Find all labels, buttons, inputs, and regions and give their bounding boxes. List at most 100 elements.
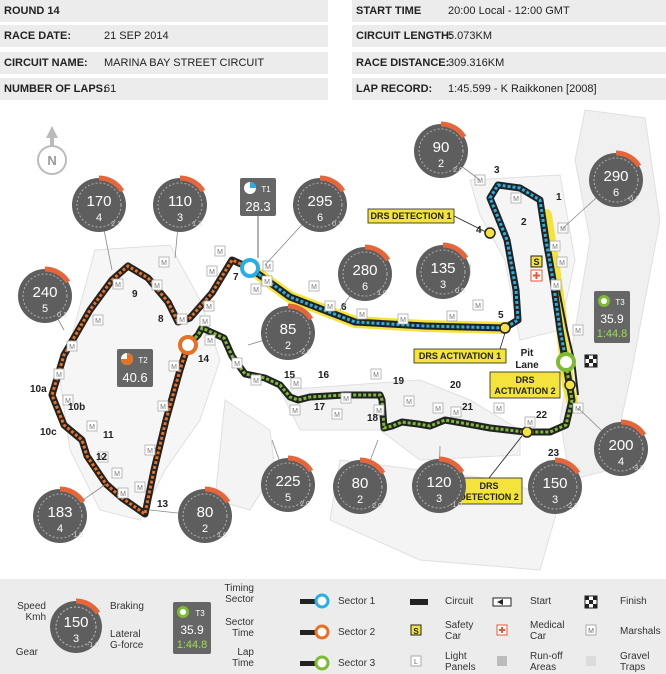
gauge-gforce: 0.1	[332, 221, 342, 228]
marshal-post-letter: M	[400, 317, 406, 324]
marshal-post-letter: M	[206, 304, 212, 311]
marshal-post-letter: M	[137, 485, 143, 492]
marshal-post: M	[117, 487, 129, 499]
turn-label-8: 8	[158, 314, 164, 325]
legend-gear: Gear	[15, 647, 38, 658]
legend-sector-3: Sector 3	[338, 658, 376, 669]
gauge-gforce: 1.0	[377, 290, 387, 297]
gauge-speed: 183	[47, 504, 72, 521]
turn-label-4: 4	[476, 225, 482, 236]
marshal-post: M	[92, 314, 104, 326]
marshal-post: M	[356, 308, 368, 320]
marshal-post-letter: M	[560, 226, 566, 233]
legend-sector-swatches	[300, 593, 330, 671]
legend-graphics: 150 3 -1.0 T3 35.9 1:44.8 S L	[50, 593, 598, 671]
legend-example-t: T3	[195, 609, 205, 618]
marshal-post-letter: M	[253, 378, 259, 385]
gauge-gforce: -3.0	[632, 465, 644, 472]
marshal-post: M	[510, 192, 522, 204]
pit-lane	[557, 284, 579, 396]
gravel-swatch	[586, 656, 596, 666]
sector-1-box: T1 28.3	[240, 178, 276, 258]
circuit-name-label: CIRCUIT NAME:	[4, 57, 88, 69]
sector-2-label: T2	[138, 356, 148, 365]
marshal-post: M	[66, 340, 78, 352]
info-row-length: CIRCUIT LENGTH:5.073KM	[352, 25, 666, 47]
marshal-post-letter: M	[207, 338, 213, 345]
distance-label: RACE DISTANCE:	[356, 57, 450, 69]
legend-symbols: S L M	[410, 595, 598, 667]
legend-medical-a: Medical	[530, 620, 565, 631]
drs-activation-2-label-b: ACTIVATION 2	[494, 386, 555, 396]
turn-label-3: 3	[494, 165, 500, 176]
record-label: LAP RECORD:	[356, 83, 433, 95]
turn-label-19: 19	[393, 376, 405, 387]
sector-3-box: T3 35.9 1:44.8	[594, 291, 630, 343]
gauge-gear: 3	[436, 493, 442, 505]
marshal-post: M	[250, 283, 262, 295]
drs-detection-1-label: DRS DETECTION 1	[370, 211, 451, 221]
drs-labels: DRS DETECTION 1 DRS ACTIVATION 1 DRS ACT…	[367, 208, 561, 505]
marshal-post: M	[331, 408, 343, 420]
gauge-speed: 85	[280, 321, 297, 338]
marshal-post-letter: M	[114, 471, 120, 478]
marshal-post-letter: M	[234, 361, 240, 368]
gauge-speed: 295	[307, 193, 332, 210]
turn-label-16: 16	[318, 370, 330, 381]
marshal-post: M	[290, 377, 302, 389]
legend-sector-2: Sector 2	[338, 627, 376, 638]
turn-label-1: 1	[556, 192, 562, 203]
marshal-post: M	[144, 444, 156, 456]
marshal-post: M	[199, 315, 211, 327]
gauge-gforce: -1.0	[71, 532, 83, 539]
turn-label-7: 7	[233, 272, 239, 283]
turn-label-22: 22	[536, 410, 548, 421]
legend-example-speed: 150	[63, 614, 88, 631]
gauge-speed: 135	[430, 260, 455, 277]
gauge-gforce: -2.2	[566, 503, 578, 510]
safety-car-letter: S	[533, 257, 539, 267]
marshal-post-letter: M	[373, 372, 379, 379]
marshal-post: M	[550, 279, 562, 291]
gauge-gear: 2	[438, 158, 444, 170]
legend-runoff-a: Run-off	[530, 651, 563, 662]
marshal-post-letter: M	[435, 406, 441, 413]
legend-example-time: 35.9	[180, 623, 204, 637]
circuit-swatch	[410, 599, 428, 605]
turn-label-13: 13	[157, 499, 169, 510]
marshal-post: M	[204, 334, 216, 346]
speed-gauge: 150 3 -2.2	[528, 457, 582, 514]
marshal-post: M	[86, 420, 98, 432]
marshal-post-letter: M	[160, 404, 166, 411]
marshal-post-letter: M	[120, 491, 126, 498]
turn-label-10b: 10b	[68, 402, 85, 413]
lap-time: 1:44.8	[597, 328, 628, 340]
gauge-speed: 110	[168, 193, 192, 210]
gauge-gear: 6	[317, 212, 323, 224]
marshal-post-letter: M	[477, 178, 483, 185]
marshal-post: M	[549, 240, 561, 252]
marshal-post-letter: M	[209, 269, 215, 276]
gauge-gforce: 2.1	[111, 221, 121, 228]
marshal-post: M	[324, 300, 336, 312]
legend-braking: Braking	[110, 601, 144, 612]
marshal-post: M	[53, 368, 65, 380]
marshal-post: M	[524, 416, 536, 428]
gauge-speed: 170	[86, 193, 111, 210]
gauge-gforce: 2.0	[372, 503, 382, 510]
compass: N	[37, 126, 67, 175]
info-row-laps: NUMBER OF LAPS:61	[0, 78, 328, 100]
marshal-post: M	[62, 394, 74, 406]
marshal-post-letter: M	[253, 287, 259, 294]
legend-gauge: 150 3 -1.0	[50, 598, 102, 653]
gauge-speed: 150	[542, 475, 567, 492]
gauge-gear: 3	[552, 494, 558, 506]
